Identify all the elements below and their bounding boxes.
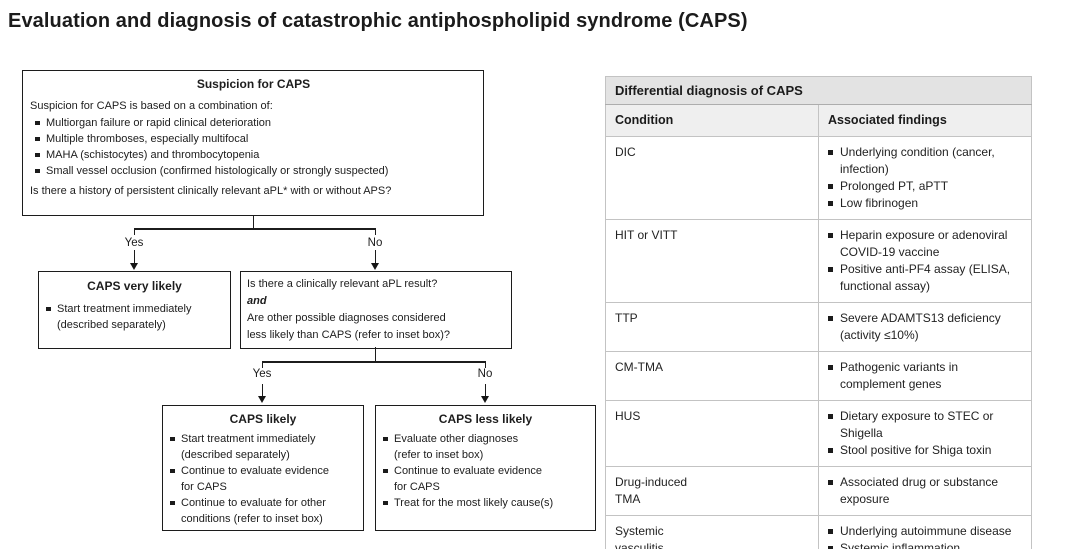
branch1-cross-line [133,228,376,230]
branch1-stem-line [252,216,254,229]
finding-item: Underlying condition (cancer, infection) [827,144,1023,178]
action-item: Continue to evaluate evidence for CAPS [382,463,589,495]
branch1-no-arrowhead-icon [371,263,379,270]
action-item: Continue to evaluate evidence for CAPS [169,463,357,495]
branch1-no-arrow-line [374,250,376,263]
findings-cell: Underlying condition (cancer, infection)… [818,136,1032,220]
branch2-left-tick [261,361,263,368]
branch2-no-label: No [477,368,493,380]
suspicion-criteria-list: Multiorgan failure or rapid clinical det… [34,115,477,179]
findings-cell: Associated drug or substance exposure [818,466,1032,516]
condition-cell: CM-TMA [605,351,819,401]
branch2-no-arrow-line [484,384,486,396]
differential-diagnosis-table: Differential diagnosis of CAPS Condition… [605,76,1032,549]
table-title-row: Differential diagnosis of CAPS [605,76,1032,105]
condition-cell: HUS [605,400,819,467]
findings-list: Pathogenic variants in complement genes [827,359,1023,393]
finding-item: Severe ADAMTS13 deficiency (activity ≤10… [827,310,1023,344]
table-title: Differential diagnosis of CAPS [605,76,1032,105]
condition-cell: HIT or VITT [605,219,819,303]
condition-cell: Systemic vasculitis [605,515,819,549]
branch1-yes-arrow-line [133,250,135,263]
branch1-yes-label: Yes [124,237,144,249]
branch1-right-tick [374,228,376,235]
suspicion-box: Suspicion for CAPS Suspicion for CAPS is… [22,70,484,216]
condition-cell: DIC [605,136,819,220]
findings-cell: Pathogenic variants in complement genes [818,351,1032,401]
finding-item: Underlying autoimmune disease [827,523,1023,540]
suspicion-question: Is there a history of persistent clinica… [30,185,392,197]
finding-item: Positive anti-PF4 assay (ELISA, function… [827,261,1023,295]
branch2-no-arrowhead-icon [481,396,489,403]
finding-item: Low fibrinogen [827,195,1023,212]
column-header-findings: Associated findings [818,104,1032,137]
apl-question-line2: Are other possible diagnoses considered … [247,312,450,341]
findings-list: Heparin exposure or adenoviral COVID-19 … [827,227,1023,295]
condition-cell: Drug-induced TMA [605,466,819,516]
finding-item: Stool positive for Shiga toxin [827,442,1023,459]
suspicion-intro: Suspicion for CAPS is based on a combina… [30,100,273,112]
caps-very-likely-box: CAPS very likely Start treatment immedia… [38,271,231,349]
apl-question-line1: Is there a clinically relevant aPL resul… [247,278,438,290]
page-title: Evaluation and diagnosis of catastrophic… [8,10,748,32]
criteria-item: MAHA (schistocytes) and thrombocytopenia [34,147,477,163]
apl-question-box: Is there a clinically relevant aPL resul… [240,271,512,349]
action-item: Continue to evaluate for other condition… [169,495,357,527]
branch1-no-label: No [367,237,383,249]
criteria-item: Multiorgan failure or rapid clinical det… [34,115,477,131]
finding-item: Heparin exposure or adenoviral COVID-19 … [827,227,1023,261]
table-header-row: Condition Associated findings [605,104,1032,137]
branch2-yes-arrowhead-icon [258,396,266,403]
suspicion-box-title: Suspicion for CAPS [196,77,311,91]
action-item: Start treatment immediately (described s… [169,431,357,463]
finding-item: Pathogenic variants in complement genes [827,359,1023,393]
apl-question-conjunction: and [247,295,267,307]
column-header-condition: Condition [605,104,819,137]
findings-list: Underlying condition (cancer, infection)… [827,144,1023,212]
caps-likely-actions: Start treatment immediately (described s… [169,431,357,527]
finding-item: Associated drug or substance exposure [827,474,1023,508]
action-item: Start treatment immediately (described s… [45,301,224,333]
caps-likely-box: CAPS likely Start treatment immediately … [162,405,364,531]
condition-cell: TTP [605,302,819,352]
caps-less-likely-title: CAPS less likely [438,412,533,426]
findings-cell: Severe ADAMTS13 deficiency (activity ≤10… [818,302,1032,352]
action-item: Evaluate other diagnoses (refer to inset… [382,431,589,463]
finding-item: Dietary exposure to STEC or Shigella [827,408,1023,442]
branch2-stem-line [374,347,376,362]
branch2-cross-line [261,361,486,363]
finding-item: Systemic inflammation [827,540,1023,549]
caps-very-likely-actions: Start treatment immediately (described s… [45,301,224,333]
findings-list: Associated drug or substance exposure [827,474,1023,508]
action-item: Treat for the most likely cause(s) [382,495,589,511]
criteria-item: Small vessel occlusion (confirmed histol… [34,163,477,179]
caps-less-likely-actions: Evaluate other diagnoses (refer to inset… [382,431,589,511]
caps-very-likely-title: CAPS very likely [87,279,182,293]
table-head: Differential diagnosis of CAPS Condition… [605,76,1032,137]
branch2-right-tick [484,361,486,368]
branch1-left-tick [133,228,135,235]
criteria-item: Multiple thromboses, especially multifoc… [34,131,477,147]
branch2-yes-arrow-line [261,384,263,396]
branch2-yes-label: Yes [252,368,272,380]
table-row: Systemic vasculitis Underlying autoimmune… [605,515,1032,549]
branch1-yes-arrowhead-icon [130,263,138,270]
caps-likely-title: CAPS likely [229,412,297,426]
finding-item: Prolonged PT, aPTT [827,178,1023,195]
findings-cell: Heparin exposure or adenoviral COVID-19 … [818,219,1032,303]
caps-less-likely-box: CAPS less likely Evaluate other diagnose… [375,405,596,531]
findings-list: Severe ADAMTS13 deficiency (activity ≤10… [827,310,1023,344]
